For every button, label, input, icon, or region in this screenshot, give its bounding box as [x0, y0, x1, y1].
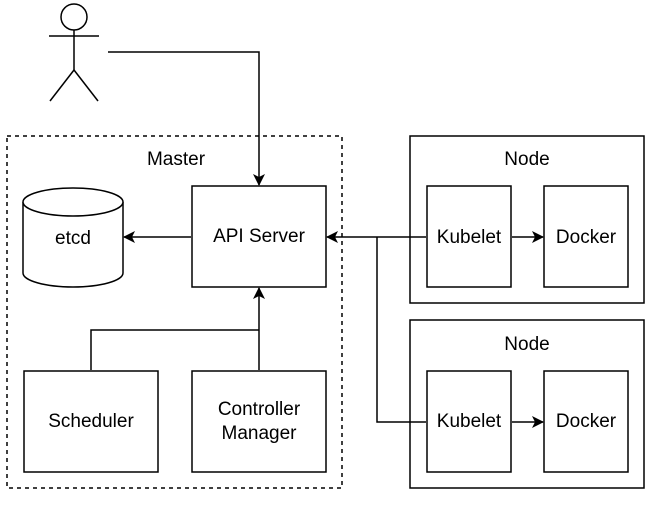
etcd-database: [22, 187, 124, 288]
node-container-1: [409, 135, 645, 304]
user-icon: [49, 3, 99, 102]
kubelet-box-2: [426, 370, 512, 473]
master-title: Master: [147, 149, 206, 170]
controller-manager-label-line2: Manager: [222, 423, 298, 444]
kubelet-label-2: Kubelet: [437, 411, 502, 432]
docker-box-1: [543, 185, 629, 288]
node-title-2: Node: [504, 334, 549, 355]
api-server-label: API Server: [213, 226, 306, 247]
node-title-1: Node: [504, 149, 549, 170]
etcd-label: etcd: [55, 228, 91, 249]
scheduler-connector: [90, 329, 259, 370]
kubelet-2-connector: [376, 237, 426, 423]
docker-label-2: Docker: [556, 411, 617, 432]
controller-manager-label-line1: Controller: [218, 399, 301, 420]
scheduler-label: Scheduler: [48, 411, 134, 432]
user-to-api-server-arrow: [108, 51, 265, 186]
controller-manager-box: [191, 370, 327, 473]
kubelet-box-1: [426, 185, 512, 288]
docker-label-1: Docker: [556, 227, 617, 248]
node-container-2: [409, 319, 645, 489]
docker-box-2: [543, 370, 629, 473]
scheduler-box: [23, 370, 159, 473]
kubelet-label-1: Kubelet: [437, 227, 502, 248]
